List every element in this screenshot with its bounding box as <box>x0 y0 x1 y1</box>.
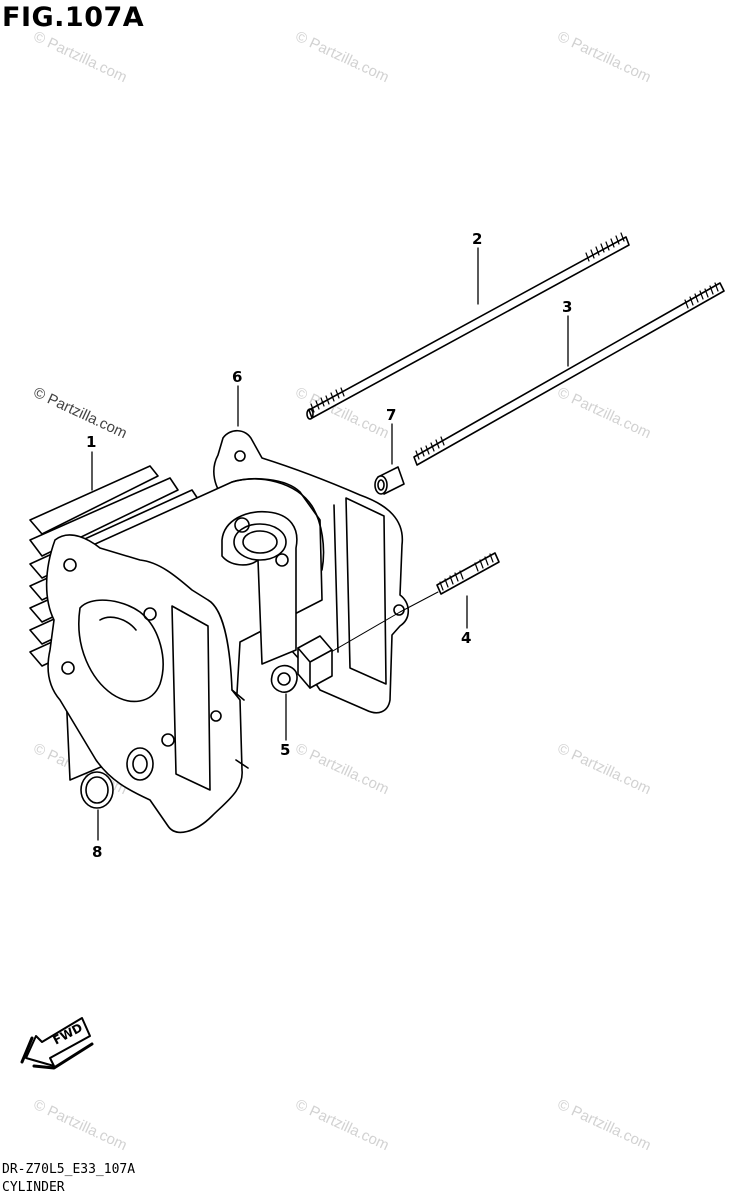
stud-bolt-long-lower <box>413 282 725 466</box>
callout-5: 5 <box>280 741 291 759</box>
callout-1: 1 <box>86 433 97 451</box>
forward-arrow-icon <box>20 1017 94 1070</box>
callout-2: 2 <box>472 230 483 248</box>
dowel-pin <box>374 466 405 495</box>
diagram-name: CYLINDER <box>2 1180 65 1195</box>
stud-bolt-long-upper <box>306 232 630 420</box>
callout-7: 7 <box>386 406 397 424</box>
diagram-code: DR-Z70L5_E33_107A <box>2 1162 136 1177</box>
callout-8: 8 <box>92 843 103 861</box>
cylinder-block <box>29 465 325 834</box>
stud-bolt-short <box>436 552 500 595</box>
figure-title: FIG.107A <box>2 2 145 33</box>
callout-6: 6 <box>232 368 243 386</box>
assembly-line <box>399 591 439 613</box>
bolt <box>270 635 333 693</box>
o-ring <box>80 771 114 809</box>
leader-lines <box>91 247 569 841</box>
callout-3: 3 <box>562 298 573 316</box>
callout-4: 4 <box>461 629 472 647</box>
